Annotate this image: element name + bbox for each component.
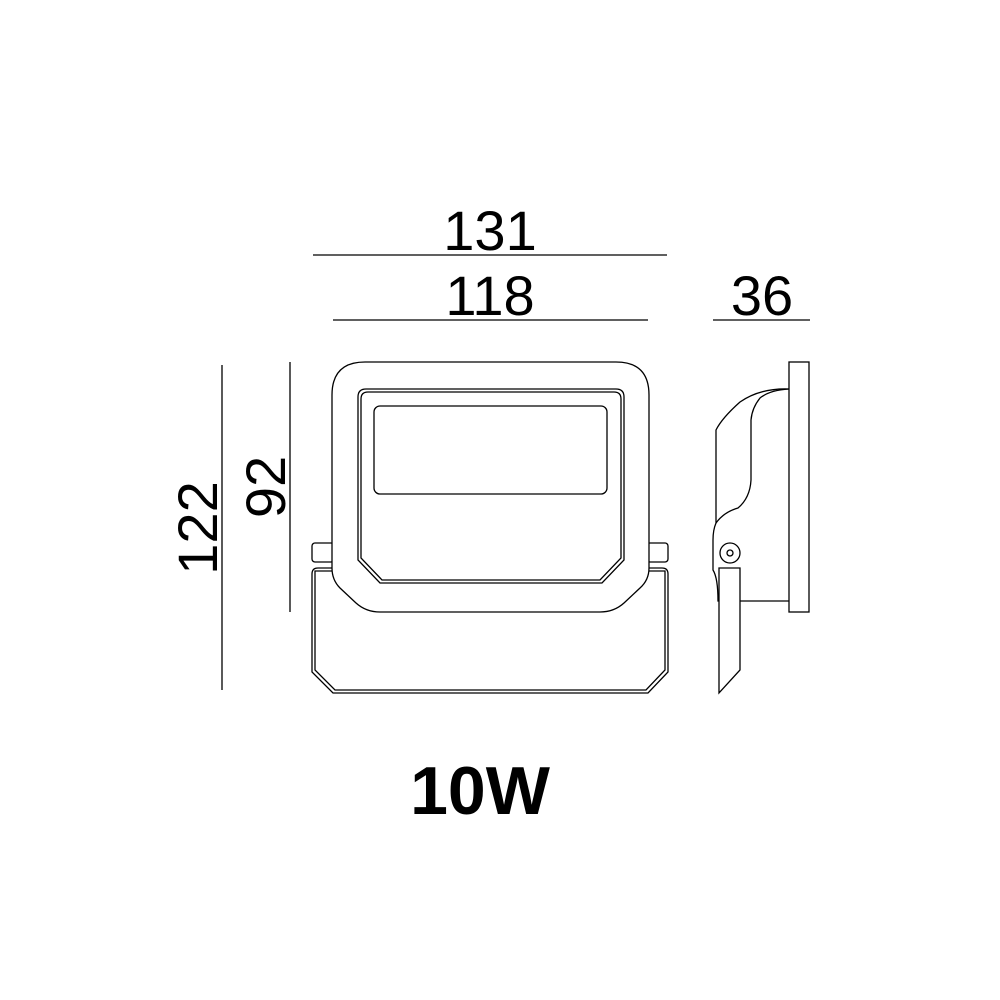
housing-body-contour <box>715 388 790 524</box>
bracket-inner-edge <box>314 570 666 691</box>
dimension-131: 131 <box>313 199 667 262</box>
dimension-92: 92 <box>234 362 297 612</box>
led-window <box>373 405 608 495</box>
dimension-label: 122 <box>166 481 229 574</box>
dimension-label: 118 <box>445 264 534 327</box>
model-label: 10W <box>410 753 551 829</box>
left-hinge-tab <box>311 542 335 563</box>
inner-frame-inner <box>360 391 622 581</box>
inner-frame-outer <box>357 388 625 584</box>
dimension-118: 118 <box>333 264 648 327</box>
dimension-122: 122 <box>166 365 229 690</box>
front-glass-plate <box>788 361 810 613</box>
dimension-36: 36 <box>713 264 810 327</box>
bracket-arm <box>718 567 741 695</box>
pivot-bolt-center <box>726 549 734 557</box>
side-view <box>712 361 810 695</box>
pivot-bolt <box>719 542 741 564</box>
dimension-label: 92 <box>234 456 297 518</box>
housing-frame <box>331 361 650 613</box>
dimension-label: 131 <box>443 199 536 262</box>
right-hinge-tab <box>646 542 669 563</box>
dimension-label: 36 <box>731 264 793 327</box>
housing-body-outline <box>712 388 790 602</box>
front-view <box>311 361 669 694</box>
